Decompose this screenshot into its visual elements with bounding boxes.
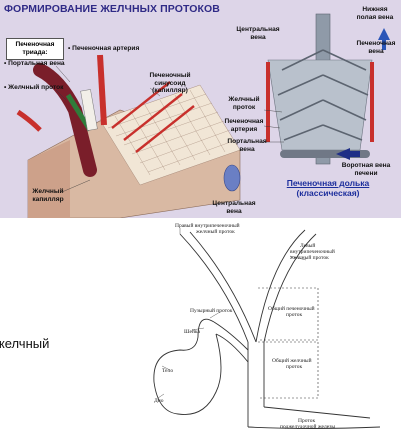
triad-line-1: Печеночная — [7, 41, 63, 49]
side-text: желчный — [0, 336, 49, 351]
biliary-tree-diagram: Правый внутрипеченочный желчный проток Л… — [140, 222, 401, 436]
label-left-intrahepatic-3: желчный проток — [289, 254, 329, 261]
label-inferior-vena-cava: Нижняя полая вена — [350, 6, 400, 21]
label-bile-capillary: Желчный капилляр — [28, 188, 68, 203]
label-cystic-duct: Пузырный проток — [190, 307, 233, 314]
label-gate-vein: Воротная вена печени — [334, 162, 398, 177]
label-lobule-bile-duct: Желчный проток — [222, 96, 266, 111]
label-right-intrahepatic-1: Правый внутрипеченочный — [175, 222, 240, 229]
label-left-intrahepatic-1: Левый — [300, 242, 315, 249]
label-fundus: Дно — [154, 398, 164, 404]
portal-triad-box: Печеночная триада: — [6, 38, 64, 60]
lobule-title: Печеночная долька (классическая) — [268, 178, 388, 198]
label-body: Тело — [162, 368, 173, 374]
triad-line-2: триада: — [7, 49, 63, 57]
label-common-hepatic-1: Общий печеночный — [268, 305, 315, 312]
label-common-hepatic-2: проток — [286, 312, 302, 318]
label-hepatic-artery: • Печеночная артерия — [68, 45, 139, 53]
label-neck: Шейка — [184, 328, 201, 335]
label-left-intrahepatic-2: внутрипеченочный — [290, 248, 335, 255]
label-right-intrahepatic-2: желчный проток — [195, 228, 235, 235]
liver-structure-illustration: ФОРМИРОВАНИЕ ЖЕЛЧНЫХ ПРОТОКОВ — [0, 0, 401, 218]
label-pancreatic-2: поджелудочной железы — [280, 423, 335, 430]
label-hepatic-vein: Печеночная вена — [352, 40, 400, 55]
label-lobule-artery: Печеночная артерия — [220, 118, 268, 133]
label-central-vein-bottom: Центральная вена — [206, 200, 262, 215]
label-common-bile-1: Общий желчный — [272, 357, 312, 364]
label-sinusoid: Печеночный синусоид (капилляр) — [140, 72, 200, 95]
label-portal-vein: • Портальная вена — [4, 60, 65, 68]
label-common-bile-2: проток — [286, 364, 302, 370]
label-central-vein-top: Центральная вена — [228, 26, 288, 41]
label-lobule-portal-vein: Портальная вена — [224, 138, 270, 153]
label-bile-duct: • Желчный проток — [4, 84, 63, 92]
